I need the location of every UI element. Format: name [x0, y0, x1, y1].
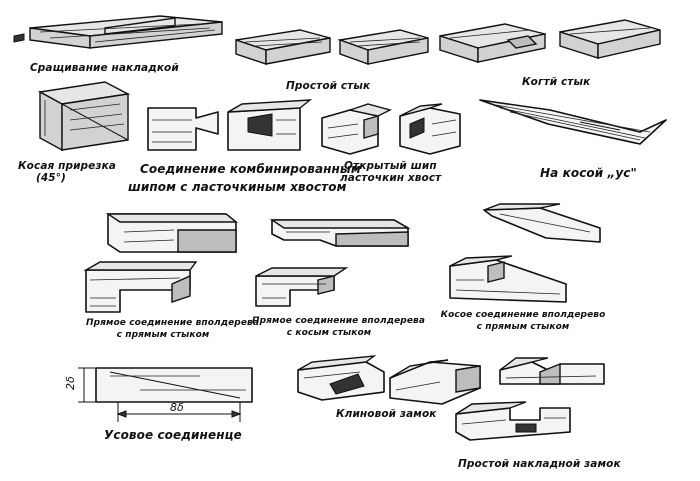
- scarf-joint-figure: [78, 367, 253, 422]
- length-dimension: 8δ: [170, 401, 184, 414]
- oblique-half-lap-bottom-figure: [449, 255, 567, 303]
- oblique-half-lap-top-figure: [483, 203, 601, 243]
- caption-combined-tenon-1: Соединение комбинированным: [140, 162, 361, 176]
- caption-simple-overlay-lock: Простой накладной замок: [458, 458, 621, 470]
- simple-butt-figure: [235, 29, 429, 65]
- caption-half-lap-oblique-2: с косым стыком: [286, 328, 372, 338]
- caption-splice-overlay: Сращивание накладкой: [30, 62, 179, 74]
- miter-us-figure: [479, 99, 667, 145]
- oblique-cut-figure: [37, 81, 131, 152]
- caption-oblique-half-lap-1: Косое соединение вполдерево: [440, 310, 606, 320]
- open-dovetail-figure: [321, 103, 461, 155]
- caption-simple-butt: Простой стык: [286, 80, 371, 92]
- caption-open-dovetail-1: Открытый шип: [344, 160, 437, 172]
- half-lap-top-figure-1: [105, 213, 238, 253]
- splice-overlay-figure: [13, 15, 223, 49]
- caption-wedge-lock: Клиновой замок: [336, 408, 437, 420]
- half-lap-bottom-figure-2: [255, 267, 349, 307]
- caption-claw-joint: Когтй стык: [522, 76, 591, 88]
- caption-half-lap-oblique-1: Прямое соединение вполдерева: [252, 316, 425, 326]
- simple-overlay-lock-top-figure: [499, 357, 605, 385]
- wedge-lock-figure: [297, 355, 481, 405]
- caption-miter-us: На косой „ус": [540, 166, 637, 180]
- caption-scarf-joint: Усовое соединенце: [104, 428, 242, 442]
- thickness-dimension: 2δ: [64, 376, 77, 390]
- caption-oblique-cut: Косая прирезка: [18, 160, 116, 172]
- caption-open-dovetail-2: ласточкин хвост: [340, 172, 442, 184]
- half-lap-top-figure-2: [269, 219, 411, 247]
- simple-overlay-lock-bottom-figure: [455, 401, 571, 441]
- caption-oblique-half-lap-2: с прямым стыком: [476, 322, 570, 332]
- caption-oblique-cut-angle: (45°): [36, 172, 66, 184]
- claw-joint-figure: [439, 19, 661, 63]
- combined-tenon-figure: [147, 99, 313, 151]
- caption-half-lap-straight-2: с прямым стыком: [116, 330, 210, 340]
- caption-combined-tenon-2: шипом с ласточкиным хвостом: [128, 180, 347, 194]
- half-lap-bottom-figure-1: [83, 261, 198, 313]
- caption-half-lap-straight-1: Прямое соединение вполдерева: [86, 318, 259, 328]
